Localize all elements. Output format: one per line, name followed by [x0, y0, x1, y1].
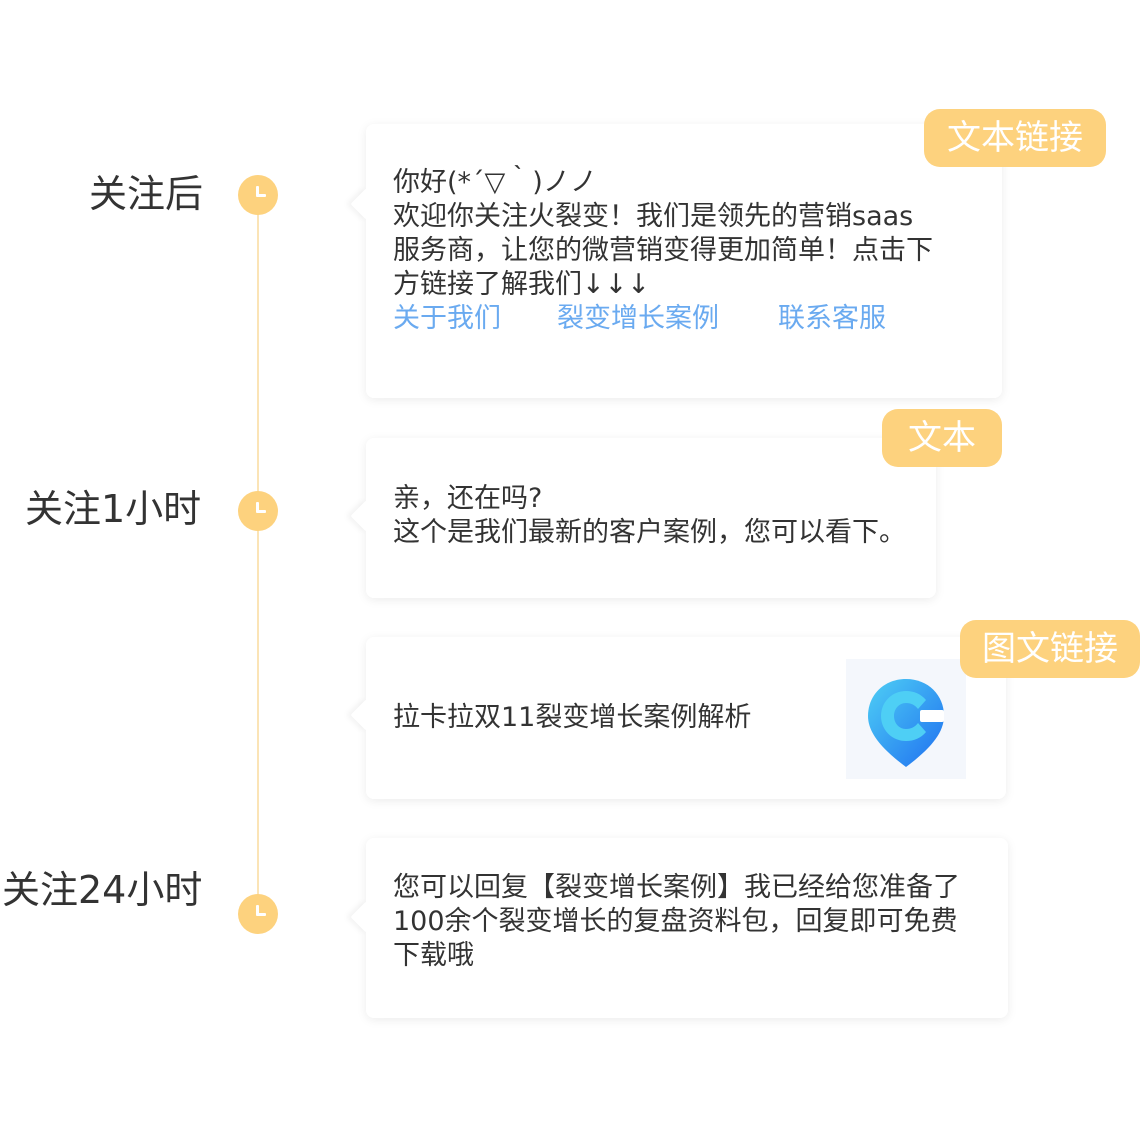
message-text: 亲，还在吗? 这个是我们最新的客户案例，您可以看下。 — [393, 483, 906, 548]
article-title: 拉卡拉双11裂变增长案例解析 — [393, 702, 752, 733]
location-pin-logo-icon — [868, 679, 944, 767]
message-type-tag: 文本链接 — [924, 109, 1106, 167]
link-growth-cases[interactable]: 裂变增长案例 — [557, 303, 719, 334]
message-type-tag: 图文链接 — [960, 620, 1140, 678]
message-card-article-link[interactable]: 拉卡拉双11裂变增长案例解析 — [366, 637, 1006, 799]
message-text: 你好(*´▽｀)ノノ 欢迎你关注火裂变！我们是领先的营销saas 服务商，让您的… — [393, 167, 933, 300]
link-about-us[interactable]: 关于我们 — [393, 303, 501, 334]
message-card-text: 亲，还在吗? 这个是我们最新的客户案例，您可以看下。 — [366, 438, 936, 598]
clock-icon — [238, 894, 278, 934]
message-card-text: 您可以回复【裂变增长案例】我已经给您准备了 100余个裂变增长的复盘资料包，回复… — [366, 838, 1008, 1018]
clock-icon — [238, 491, 278, 531]
article-thumbnail — [846, 659, 966, 779]
message-text: 您可以回复【裂变增长案例】我已经给您准备了 100余个裂变增长的复盘资料包，回复… — [393, 872, 960, 971]
timeline-step-label-after-follow: 关注后 — [89, 172, 204, 216]
timeline-line — [257, 196, 259, 914]
link-contact-support[interactable]: 联系客服 — [778, 303, 886, 334]
message-card-text-link: 你好(*´▽｀)ノノ 欢迎你关注火裂变！我们是领先的营销saas 服务商，让您的… — [366, 124, 1002, 398]
message-type-tag: 文本 — [882, 409, 1002, 467]
timeline-step-label-24-hours: 关注24小时 — [2, 868, 203, 912]
timeline-step-label-1-hour: 关注1小时 — [25, 487, 202, 531]
clock-icon — [238, 175, 278, 215]
